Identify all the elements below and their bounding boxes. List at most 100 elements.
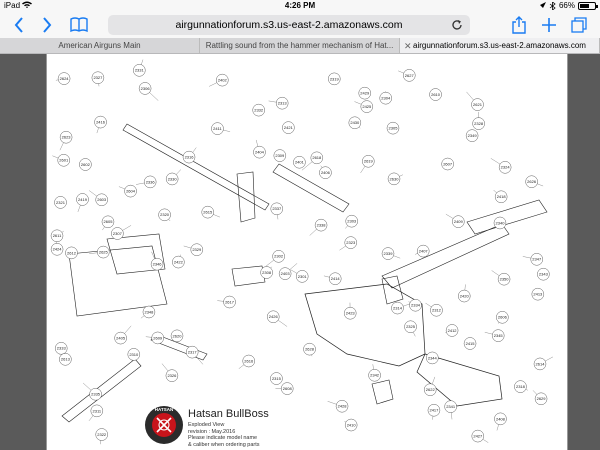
part-number-label: 2321 — [56, 200, 66, 205]
part-number-label: 2311 — [93, 408, 102, 413]
part-number-label: 2401 — [295, 160, 305, 165]
svg-text:HATSAN: HATSAN — [155, 407, 173, 412]
part-number-label: 2330 — [168, 176, 178, 181]
callout-circle — [391, 301, 404, 315]
tab-bar: American Airguns Main Rattling sound fro… — [0, 38, 600, 54]
callout-circle — [185, 345, 199, 359]
part-number-label: 2344 — [428, 355, 438, 360]
part-number-label: 2412 — [448, 328, 458, 333]
bookmarks-button[interactable] — [70, 16, 88, 34]
part-number-label: 2425 — [362, 104, 372, 109]
part-number-label: 2404 — [255, 150, 265, 155]
part-number-label: 2616 — [244, 358, 254, 363]
callout-circle — [97, 245, 110, 259]
callout-circle — [89, 388, 102, 401]
part-number-label: 2624 — [60, 76, 70, 81]
callout-circle — [445, 324, 459, 337]
callout-circle — [497, 272, 511, 286]
part-number-label: 2606 — [498, 315, 508, 320]
callout-circle — [472, 117, 485, 130]
part-number-label: 2320 — [160, 212, 170, 217]
part-number-label: 2619 — [364, 159, 374, 164]
tab-airgunnation[interactable]: ✕ airgunnationforum.s3.us-east-2.amazona… — [400, 38, 600, 53]
part-number-label: 2626 — [527, 179, 537, 184]
callout-circle — [403, 69, 416, 82]
part-number-label: 2408 — [496, 416, 506, 421]
new-tab-button[interactable] — [540, 16, 558, 34]
tab-rattling-sound[interactable]: Rattling sound from the hammer mechanism… — [200, 38, 400, 53]
part-number-label: 2347 — [532, 257, 542, 262]
callout-circle — [55, 342, 68, 355]
part-number-label: 2343 — [539, 272, 549, 277]
part-number-label: 2426 — [269, 314, 279, 319]
part-number-label: 2402 — [218, 78, 228, 83]
callout-circle — [368, 369, 381, 382]
callout-circle — [59, 353, 72, 366]
callout-circle — [344, 307, 357, 320]
address-bar[interactable]: airgunnationforum.s3.us-east-2.amazonaws… — [108, 15, 470, 35]
receiver-part — [381, 223, 510, 289]
part-number-label: 2350 — [500, 277, 510, 282]
barrel-part — [122, 123, 270, 211]
callout-circle — [531, 287, 545, 301]
callout-circle — [124, 184, 137, 198]
tabs-button[interactable] — [570, 16, 588, 34]
reload-icon[interactable] — [450, 18, 464, 32]
part-number-label: 2322 — [97, 432, 107, 437]
callout-circle — [498, 161, 512, 174]
callout-circle — [329, 272, 342, 285]
part-number-label: 2411 — [213, 126, 222, 131]
part-number-label: 2415 — [466, 341, 476, 346]
callout-circle — [242, 354, 255, 368]
tab-american-airguns[interactable]: American Airguns Main — [0, 38, 200, 53]
exploded-diagram: 2301230223032304230523062307230823092310… — [50, 59, 553, 445]
part-number-label: 2428 — [338, 404, 348, 409]
share-button[interactable] — [510, 16, 528, 34]
part-number-label: 2403 — [281, 271, 291, 276]
callout-circle — [310, 151, 324, 165]
battery-icon — [578, 1, 598, 10]
part-number-label: 2419 — [78, 197, 88, 202]
part-number-label: 2430 — [350, 120, 360, 125]
bluetooth-icon — [549, 1, 556, 10]
callout-circle — [95, 428, 108, 441]
product-title: Hatsan BullBoss — [188, 408, 269, 420]
callout-circle — [494, 190, 508, 203]
part-number-label: 2307 — [113, 231, 123, 236]
part-number-label: 2420 — [460, 293, 470, 298]
part-number-label: 2317 — [188, 350, 198, 355]
callout-circle — [50, 243, 64, 256]
callout-circle — [133, 64, 146, 77]
callout-circle — [65, 246, 78, 260]
callout-circle — [471, 429, 485, 443]
rear-sight-part — [466, 199, 548, 235]
callout-circle — [57, 72, 71, 85]
part-number-label: 2309 — [275, 153, 285, 158]
part-number-label: 2417 — [429, 408, 439, 413]
callout-circle — [111, 227, 124, 240]
product-meta: Exploded View revision : May.2016 Please… — [188, 422, 260, 448]
part-number-label: 2337 — [272, 206, 282, 211]
close-tab-icon[interactable]: ✕ — [404, 41, 412, 51]
callout-circle — [314, 218, 328, 232]
pad-part — [371, 379, 394, 405]
part-number-label: 2630 — [390, 176, 400, 181]
part-number-label: 2310 — [129, 352, 139, 357]
callout-circle — [90, 404, 104, 418]
forward-button[interactable] — [38, 16, 56, 34]
part-number-label: 2304 — [381, 96, 391, 101]
callout-circle — [525, 175, 538, 188]
back-button[interactable] — [10, 16, 28, 34]
part-number-label: 2406 — [321, 170, 331, 175]
part-number-label: 2302 — [274, 254, 284, 259]
callout-circle — [537, 268, 550, 281]
part-number-label: 2614 — [536, 361, 546, 366]
browser-toolbar: airgunnationforum.s3.us-east-2.amazonaws… — [0, 12, 600, 38]
callout-circle — [216, 73, 229, 87]
part-number-label: 2413 — [533, 292, 543, 297]
callout-circle — [151, 331, 164, 345]
part-number-label: 2318 — [516, 384, 526, 389]
part-number-label: 2604 — [126, 189, 136, 194]
